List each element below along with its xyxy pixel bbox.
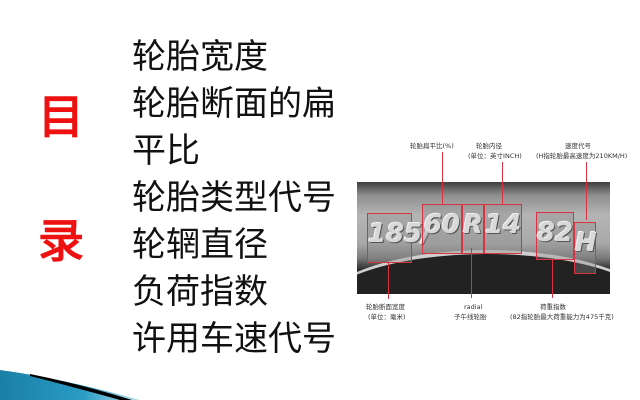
leader-aspect xyxy=(442,152,443,204)
label-aspect-ratio: 轮胎扁平比(%) xyxy=(410,142,454,150)
toc-list: 轮胎宽度 轮胎断面的扁 平比 轮胎类型代号 轮辋直径 负荷指数 许用车速代号 xyxy=(132,34,372,363)
leader-radial xyxy=(471,248,472,298)
toc-title-char-lu: 录 xyxy=(38,214,84,268)
toc-item-speed-rating: 许用车速代号 xyxy=(132,319,336,359)
label-width-unit: (单位：毫米) xyxy=(368,313,406,321)
toc-item-tire-width: 轮胎宽度 xyxy=(132,37,268,77)
toc-item-load-index: 负荷指数 xyxy=(132,272,268,312)
decorative-swoosh xyxy=(0,370,140,400)
leader-rim xyxy=(502,162,503,204)
toc-item-aspect-ratio: 轮胎断面的扁 xyxy=(132,84,336,124)
label-speed-desc: (H指轮胎最高速度为210KM/H) xyxy=(536,152,628,160)
label-load-desc: (82指轮胎最大荷重能力为475千克) xyxy=(510,313,614,321)
label-radial-cn: 子午线轮胎 xyxy=(454,313,487,321)
tire-sidewall-figure: 轮胎扁平比(%) 轮胎内径 (单位：英寸INCH) 速度代号 (H指轮胎最高速度… xyxy=(350,138,640,338)
label-width-title: 轮胎断面宽度 xyxy=(366,303,405,311)
toc-title-char-mu: 目 xyxy=(38,90,84,144)
label-rim-diameter-unit: (单位：英寸INCH) xyxy=(468,152,522,160)
toc-item-aspect-ratio-cont: 平比 xyxy=(132,131,200,171)
leader-load xyxy=(552,260,553,298)
tire-photo: 185/ 60 R 14 82 H xyxy=(357,182,610,294)
toc-item-rim-diameter: 轮辋直径 xyxy=(132,225,268,265)
leader-speed xyxy=(586,162,587,220)
code-speed: H xyxy=(574,222,597,274)
code-aspect: 60 xyxy=(422,204,462,254)
code-radial: R xyxy=(462,204,484,254)
code-width: 185/ xyxy=(367,213,432,263)
leader-width xyxy=(388,263,389,299)
code-load: 82 xyxy=(536,212,574,260)
label-speed-title: 速度代号 xyxy=(565,142,591,150)
toc-item-tire-type-code: 轮胎类型代号 xyxy=(132,178,336,218)
label-radial-en: radial xyxy=(464,303,483,311)
label-load-title: 荷重指数 xyxy=(540,303,566,311)
label-rim-diameter-title: 轮胎内径 xyxy=(476,142,502,150)
code-rim: 14 xyxy=(484,204,522,254)
